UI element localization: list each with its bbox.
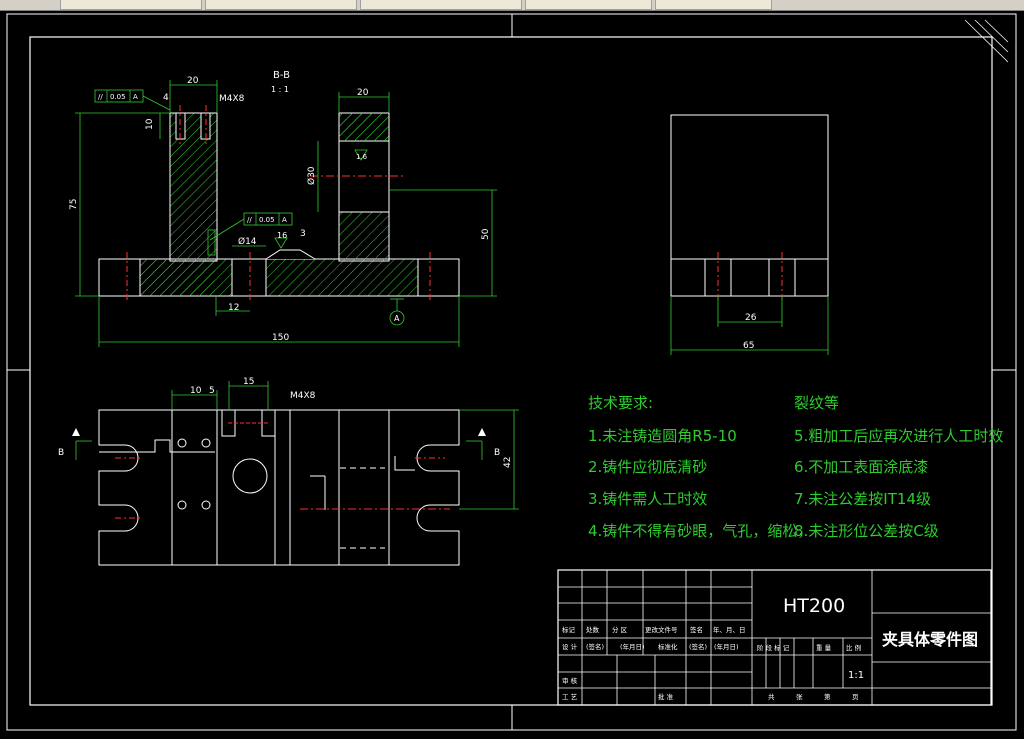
drawing-canvas[interactable]: 20 4 M4X8 10 75 20 Ø30 1.6 50 Ø14 16 3 1… bbox=[0, 10, 1024, 735]
corner-mark bbox=[974, 19, 1009, 53]
dim-label: Ø30 bbox=[306, 166, 317, 185]
tech-heading: 技术要求: bbox=[588, 394, 653, 412]
tech-item: 4.铸件不得有砂眼，气孔，缩松， bbox=[588, 522, 812, 540]
outer-border bbox=[6, 13, 1017, 731]
title-cell: 共 bbox=[768, 692, 775, 701]
title-cell: 标准化 bbox=[658, 642, 678, 651]
datum-mark: A bbox=[394, 314, 400, 323]
title-cell: 标记 bbox=[562, 625, 576, 634]
title-cell: 张 bbox=[796, 692, 803, 701]
title-cell: 比 例 bbox=[846, 643, 861, 652]
tolerance-symbol: // bbox=[247, 216, 252, 224]
title-cell: (年月日) bbox=[714, 642, 739, 651]
window-tab[interactable] bbox=[525, 0, 652, 10]
part-name: 夹具体零件图 bbox=[882, 630, 978, 649]
title-cell: (年月日) bbox=[620, 642, 645, 651]
title-block[interactable]: HT200 夹具体零件图 1:1 标记 处数 分 区 更改文件号 签名 年、月、… bbox=[557, 569, 992, 706]
title-cell: 页 bbox=[852, 693, 859, 701]
title-cell: 重 量 bbox=[816, 644, 832, 652]
corner-mark bbox=[984, 19, 1009, 43]
dim-label: Ø14 bbox=[238, 236, 257, 247]
title-cell: (签名) bbox=[689, 642, 707, 651]
tech-item: 6.不加工表面涂底漆 bbox=[794, 458, 928, 476]
title-cell: 设 计 bbox=[562, 642, 578, 651]
dim-label: 20 bbox=[357, 88, 369, 98]
window-tab[interactable] bbox=[360, 0, 522, 10]
corner-mark bbox=[964, 19, 1009, 63]
title-cell: 分 区 bbox=[612, 625, 628, 634]
dim-label: 42 bbox=[503, 457, 513, 468]
window-tab[interactable] bbox=[655, 0, 772, 10]
tech-item: 2.铸件应彻底清砂 bbox=[588, 458, 707, 476]
inner-border bbox=[29, 36, 993, 706]
cad-drawing-sheet[interactable]: 20 4 M4X8 10 75 20 Ø30 1.6 50 Ø14 16 3 1… bbox=[0, 10, 1024, 735]
tech-item: 3.铸件需人工时效 bbox=[588, 490, 707, 508]
title-cell: 处数 bbox=[586, 625, 600, 634]
plan-view[interactable]: 10 5 15 M4X8 42 B B bbox=[58, 377, 519, 566]
title-cell: 年、月、日 bbox=[713, 625, 746, 634]
base-end-left bbox=[98, 258, 141, 297]
section-scale: 1 : 1 bbox=[271, 85, 289, 94]
bore-circle bbox=[232, 458, 268, 494]
section-label: B-B bbox=[273, 70, 290, 81]
title-cell: 审 核 bbox=[562, 676, 578, 685]
tech-item: 1.未注铸造圆角R5-10 bbox=[588, 427, 737, 445]
front-section-view[interactable]: 20 4 M4X8 10 75 20 Ø30 1.6 50 Ø14 16 3 1… bbox=[69, 70, 497, 347]
dim-label: 50 bbox=[481, 228, 491, 240]
tolerance-datum: A bbox=[133, 93, 138, 101]
dim-label: 3 bbox=[300, 229, 306, 239]
v-groove bbox=[265, 249, 316, 260]
dim-label: M4X8 bbox=[219, 94, 245, 104]
scale-value: 1:1 bbox=[848, 670, 864, 681]
dim-label: 20 bbox=[187, 76, 199, 86]
base-hole bbox=[231, 258, 267, 297]
dim-label: 4 bbox=[163, 93, 169, 103]
dim-label: 75 bbox=[69, 199, 79, 210]
dim-label: 1.6 bbox=[356, 153, 368, 161]
dim-label: 12 bbox=[228, 303, 239, 313]
side-outline bbox=[670, 114, 829, 297]
title-cell: 第 bbox=[824, 692, 831, 701]
dim-label: M4X8 bbox=[290, 391, 316, 401]
tech-item: 8.未注形位公差按C级 bbox=[794, 522, 939, 540]
section-mark: B bbox=[58, 448, 64, 458]
tolerance-value: 0.05 bbox=[259, 216, 275, 224]
tolerance-symbol: // bbox=[98, 93, 103, 101]
dim-label: 10 bbox=[190, 386, 202, 396]
title-cell: 更改文件号 bbox=[645, 625, 678, 634]
tolerance-value: 0.05 bbox=[110, 93, 126, 101]
dim-label: 10 bbox=[145, 118, 155, 130]
title-cell: 批 准 bbox=[658, 692, 674, 701]
title-cell: 工 艺 bbox=[562, 693, 578, 701]
window-tab[interactable] bbox=[60, 0, 202, 10]
dim-label: 5 bbox=[209, 386, 215, 396]
title-cell: 签名 bbox=[690, 625, 703, 634]
title-cell: (签名) bbox=[586, 642, 604, 651]
plan-outline bbox=[98, 409, 460, 566]
dim-label: 65 bbox=[743, 341, 754, 351]
side-view[interactable]: 26 65 bbox=[670, 114, 829, 355]
material-label: HT200 bbox=[783, 595, 845, 617]
tolerance-datum: A bbox=[282, 216, 287, 224]
dim-label: 15 bbox=[243, 377, 254, 387]
tech-item: 7.未注公差按IT14级 bbox=[794, 490, 931, 508]
dim-label: 26 bbox=[745, 313, 757, 323]
technical-requirements: 技术要求: 裂纹等 1.未注铸造圆角R5-10 2.铸件应彻底清砂 3.铸件需人… bbox=[588, 394, 1003, 540]
dim-label: 16 bbox=[277, 231, 287, 240]
dim-label: 150 bbox=[272, 333, 289, 343]
window-tab-bar bbox=[0, 0, 1024, 11]
section-mark: B bbox=[494, 448, 500, 458]
base-end-right bbox=[417, 258, 460, 297]
window-tab[interactable] bbox=[205, 0, 357, 10]
title-cell: 阶 段 标 记 bbox=[757, 643, 790, 652]
tech-item: 5.粗加工后应再次进行人工时效 bbox=[794, 427, 1003, 445]
boss-top bbox=[340, 113, 388, 141]
tech-heading-right: 裂纹等 bbox=[794, 394, 839, 412]
base-hatch bbox=[140, 259, 215, 296]
